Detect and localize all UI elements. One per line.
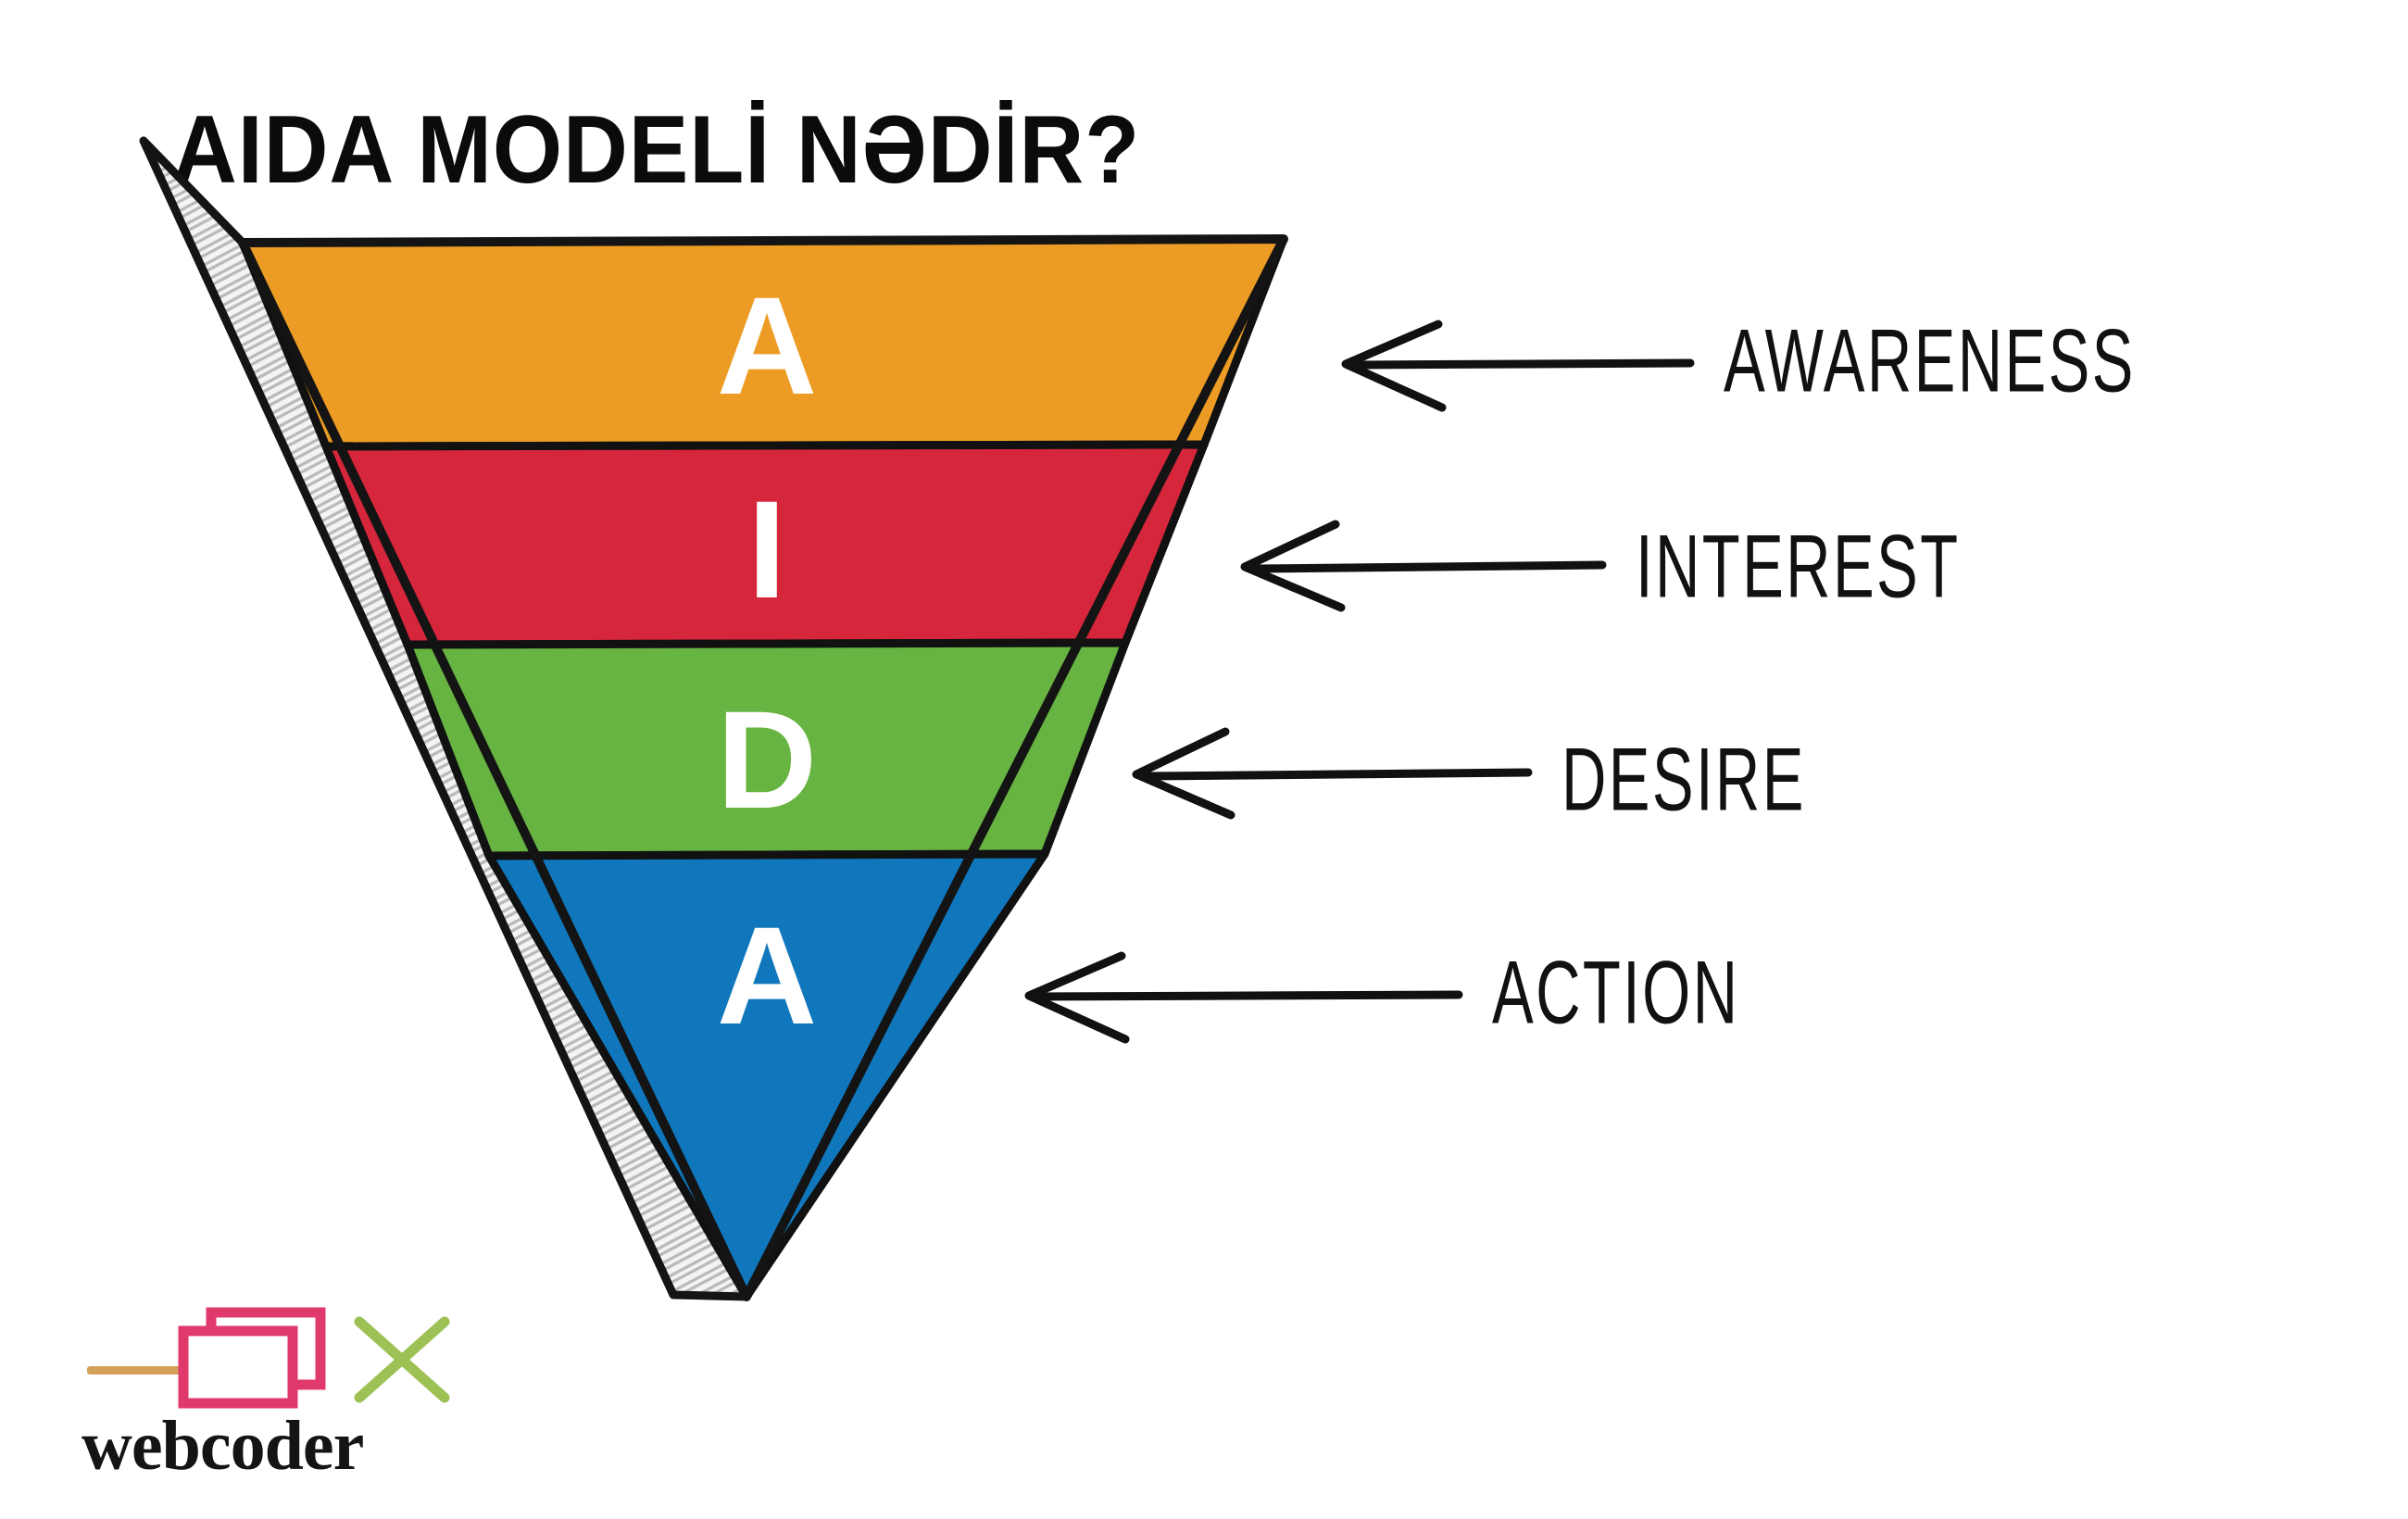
callout-label-action: ACTION (1492, 943, 1740, 1043)
funnel-stage-desire: D (403, 638, 1130, 860)
callout-interest: INTEREST (1223, 511, 2051, 622)
logo-cross-icon (354, 1316, 450, 1403)
logo-dash-icon (87, 1366, 183, 1375)
brand-logo[interactable]: webcoder (82, 1292, 480, 1481)
funnel-stage-awareness: A (238, 234, 1288, 451)
logo-wordmark: webcoder (82, 1407, 364, 1485)
stage-letter-interest: I (747, 471, 786, 627)
funnel-stage-action: A (484, 849, 1049, 1301)
callout-awareness: AWARENESS (1320, 306, 2251, 417)
funnel-outline (238, 234, 1288, 1301)
stage-letter-action: A (717, 898, 817, 1053)
logo-window-front-icon (178, 1325, 298, 1409)
arrow-left-icon-interest (1240, 520, 1607, 612)
arrow-left-icon-desire (1132, 727, 1533, 820)
funnel-stage-interest: I (321, 440, 1209, 649)
callout-label-desire: DESIRE (1561, 730, 1806, 830)
page-title: AIDA MODELİ NƏDİR? (172, 96, 1141, 204)
aida-funnel: A I D A (139, 136, 1288, 1301)
stage-letter-desire: D (717, 682, 817, 837)
callout-label-interest: INTEREST (1636, 517, 1961, 617)
callout-label-awareness: AWARENESS (1724, 311, 2136, 411)
callout-desire: DESIRE (1116, 724, 1875, 835)
stage-letter-awareness: A (717, 268, 817, 423)
callout-action: ACTION (1005, 937, 1810, 1048)
arrow-left-icon-action (1024, 951, 1463, 1044)
arrow-left-icon-awareness (1341, 320, 1695, 412)
